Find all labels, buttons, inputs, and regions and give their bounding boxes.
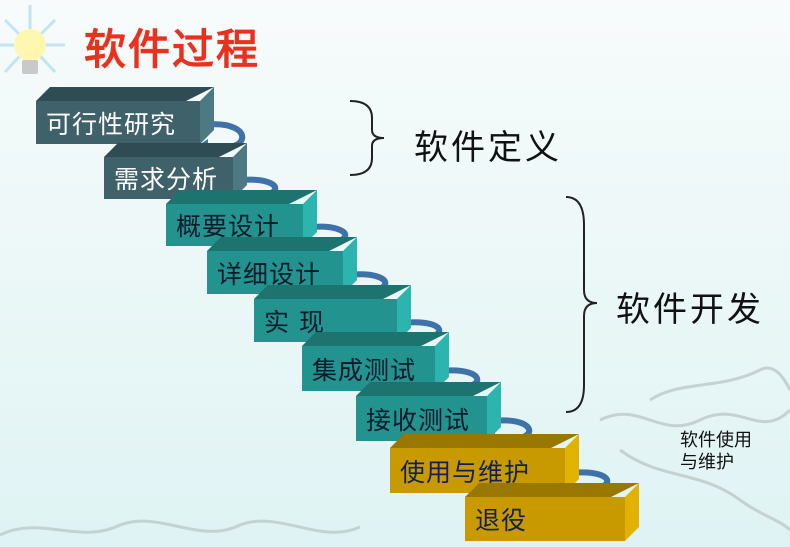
step-side-face xyxy=(565,434,579,493)
step-top-face xyxy=(254,285,411,299)
process-step: 使用与维护 xyxy=(390,434,579,493)
step-side-face xyxy=(435,332,449,391)
step-top-face xyxy=(104,143,247,157)
step-side-face xyxy=(343,237,357,294)
step-side-face xyxy=(233,143,247,199)
step-top-face xyxy=(465,483,639,497)
maintenance-label-line1: 软件使用 xyxy=(680,430,752,451)
step-top-face xyxy=(302,332,449,346)
brace-definition xyxy=(349,100,385,176)
dragon-decoration xyxy=(0,366,790,537)
process-step: 集成测试 xyxy=(302,332,449,391)
group-label-maintenance: 软件使用 与维护 xyxy=(680,430,752,474)
lightbulb-icon xyxy=(0,5,65,74)
step-label: 使用与维护 xyxy=(390,448,565,493)
step-label: 可行性研究 xyxy=(36,101,200,144)
process-step: 可行性研究 xyxy=(36,87,214,144)
maintenance-label-line2: 与维护 xyxy=(680,452,734,473)
step-side-face xyxy=(397,285,411,342)
step-top-face xyxy=(390,434,579,448)
step-side-face xyxy=(625,483,639,541)
group-label-development: 软件开发 xyxy=(616,290,764,330)
step-top-face xyxy=(36,87,214,101)
step-side-face xyxy=(200,87,214,144)
step-label: 退役 xyxy=(465,497,625,541)
process-step: 接收测试 xyxy=(356,382,501,441)
slide-title: 软件过程 xyxy=(84,25,261,74)
brace-development xyxy=(565,196,598,413)
group-label-definition: 软件定义 xyxy=(414,128,562,168)
step-label: 接收测试 xyxy=(356,396,487,441)
process-step: 需求分析 xyxy=(104,143,247,199)
step-top-face xyxy=(356,382,501,396)
step-side-face xyxy=(487,382,501,441)
step-side-face xyxy=(303,190,317,246)
process-step: 退役 xyxy=(465,483,639,541)
step-top-face xyxy=(166,190,317,204)
step-top-face xyxy=(207,237,357,251)
step-label: 需求分析 xyxy=(104,157,233,199)
